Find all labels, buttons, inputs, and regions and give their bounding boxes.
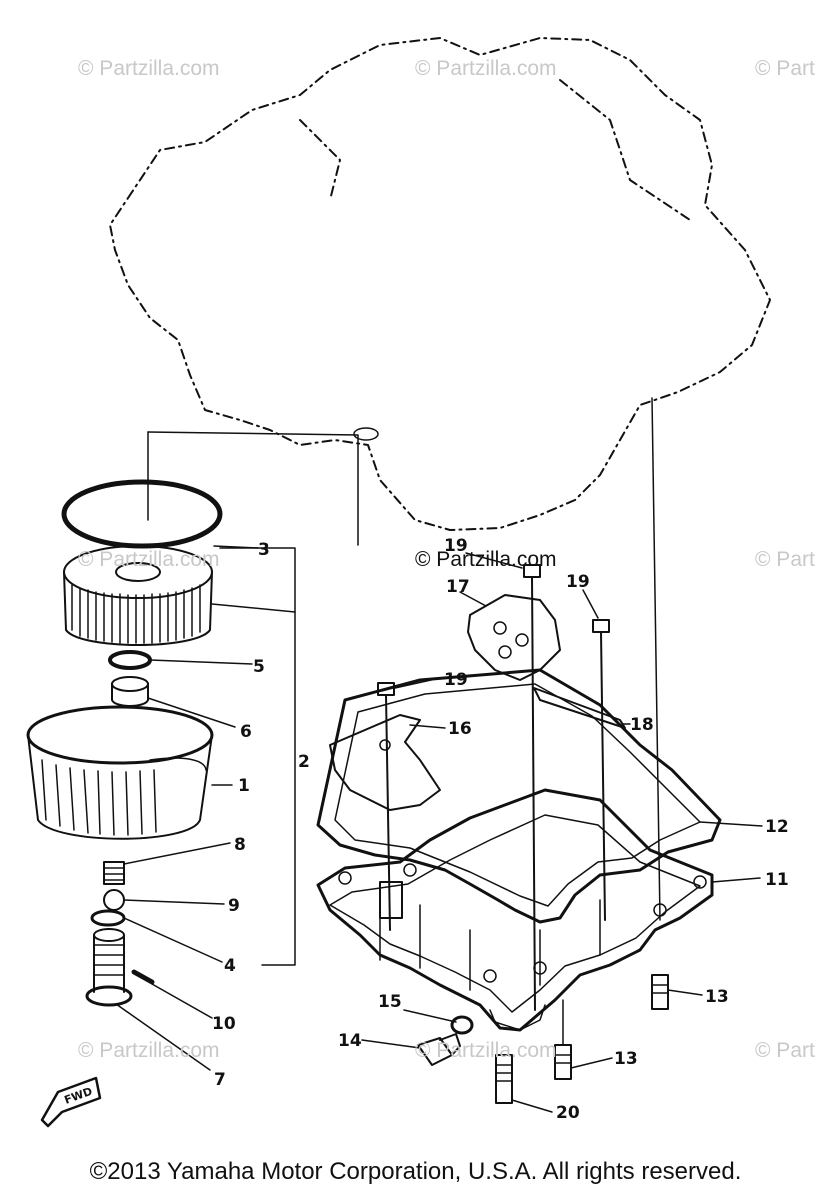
pin-part-10 <box>131 969 155 985</box>
callout-6: 6 <box>240 722 252 742</box>
callout-13-b: 13 <box>614 1049 638 1069</box>
oil-pan-part-11 <box>316 788 714 1032</box>
crankcase-oil-port <box>353 427 379 441</box>
leader-line-13-b <box>570 1057 613 1069</box>
oil-filter-element <box>63 545 213 646</box>
leader-line-19-b <box>582 589 599 619</box>
callout-9: 9 <box>228 896 240 916</box>
oil-pan-gasket-part-12 <box>316 668 722 924</box>
o-ring-part-3 <box>61 479 223 549</box>
callout-17: 17 <box>446 577 470 597</box>
baffle-plate-part-16 <box>329 714 441 811</box>
leader-line-9 <box>123 899 225 905</box>
leader-line-5 <box>149 659 253 665</box>
relief-spring-part-8 <box>103 861 125 885</box>
callout-8: 8 <box>234 835 246 855</box>
callout-4: 4 <box>224 956 236 976</box>
leader-line-16 <box>409 724 446 729</box>
oil-strainer-pipe <box>379 881 403 919</box>
watermark: © Partzilla.com <box>415 548 557 571</box>
callout-11: 11 <box>765 870 789 890</box>
callout-10: 10 <box>212 1014 236 1034</box>
bolt-part-13-b <box>554 999 572 1080</box>
leader-line-14 <box>361 1039 421 1049</box>
drain-gasket-part-15 <box>450 1015 474 1035</box>
forward-direction-arrow: FWD <box>40 1076 102 1128</box>
callout-14: 14 <box>338 1031 362 1051</box>
spring-part-6 <box>111 676 149 707</box>
drain-plug-part-14 <box>417 1033 461 1066</box>
watermark: © Partzilla.com <box>415 1039 557 1062</box>
leader-line-10 <box>151 983 213 1019</box>
watermark: © Partzilla.com <box>415 57 557 80</box>
leader-line-19-a <box>465 552 523 569</box>
leader-line-6 <box>147 697 236 728</box>
leader-line-12 <box>699 821 763 827</box>
o-ring-part-4 <box>90 909 126 927</box>
oil-filter-case-part-1 <box>26 705 214 840</box>
callout-19-a: 19 <box>444 536 468 556</box>
crankcase-detail-line <box>299 119 341 201</box>
leader-line-19-c <box>394 677 441 689</box>
callout-1: 1 <box>238 776 250 796</box>
strainer-gasket-part-18 <box>533 687 626 729</box>
leader-line-2-top <box>211 603 296 613</box>
leader-line-3 <box>213 545 259 549</box>
filter-alignment-line <box>147 431 359 546</box>
callout-16: 16 <box>448 719 472 739</box>
bolt-part-20 <box>495 1054 513 1104</box>
callout-15: 15 <box>378 992 402 1012</box>
leader-line-20 <box>511 1099 553 1113</box>
callout-19-b: 19 <box>566 572 590 592</box>
washer-part-5 <box>108 650 152 670</box>
callout-13-a: 13 <box>705 987 729 1007</box>
leader-line-4 <box>123 917 223 963</box>
watermark: © Part <box>755 1039 815 1062</box>
callout-5: 5 <box>253 657 265 677</box>
callout-20: 20 <box>556 1103 580 1123</box>
leader-line-13-a <box>667 989 703 996</box>
callout-3: 3 <box>258 540 270 560</box>
screw-part-19-c <box>377 682 395 931</box>
screw-part-19-b <box>592 619 610 921</box>
screw-part-19-a <box>523 564 541 1011</box>
leader-line-8 <box>123 842 231 865</box>
bolt-part-13-a <box>651 974 669 1010</box>
crankcase-detail-line <box>559 79 691 221</box>
leader-line-15 <box>403 1009 457 1023</box>
callout-2: 2 <box>298 752 310 772</box>
pan-alignment-line <box>651 397 661 921</box>
copyright-notice: ©2013 Yamaha Motor Corporation, U.S.A. A… <box>89 1158 742 1185</box>
leader-line-11 <box>711 877 761 883</box>
watermark: © Part <box>755 57 815 80</box>
callout-12: 12 <box>765 817 789 837</box>
watermark: © Partzilla.com <box>78 548 220 571</box>
watermark: © Part <box>755 548 815 571</box>
watermark: © Partzilla.com <box>78 57 220 80</box>
callout-18: 18 <box>630 715 654 735</box>
strainer-plate-part-17 <box>467 594 561 681</box>
callout-7: 7 <box>214 1070 226 1090</box>
engine-crankcase-outline <box>109 37 771 531</box>
leader-line-7 <box>115 1003 211 1071</box>
watermark: © Partzilla.com <box>78 1039 220 1062</box>
filter-bolt-part-7 <box>85 928 133 1007</box>
ball-part-9 <box>103 889 125 911</box>
leader-line-17 <box>459 591 487 607</box>
callout-19-c: 19 <box>444 670 468 690</box>
